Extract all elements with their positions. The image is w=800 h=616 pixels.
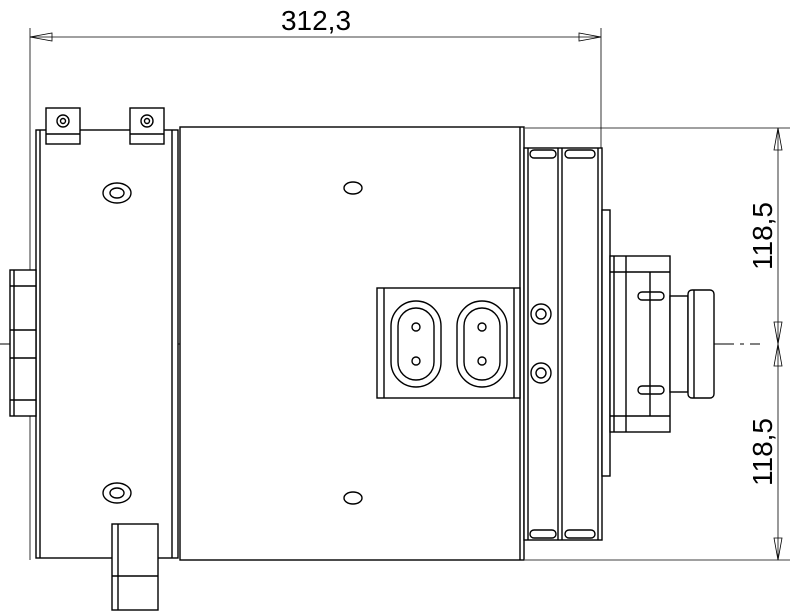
shaft-end bbox=[687, 289, 715, 399]
left-end-housing bbox=[9, 107, 179, 611]
flange-section bbox=[523, 147, 603, 541]
arrowhead-right bbox=[578, 32, 602, 42]
countersunk-hole-bottom bbox=[102, 482, 132, 504]
shaft-collar bbox=[669, 295, 689, 393]
height-dimensions: 118,5 118,5 bbox=[525, 127, 790, 561]
hub-slot-upper bbox=[637, 291, 665, 301]
bracket-body bbox=[129, 107, 165, 145]
flange-outline bbox=[523, 147, 603, 541]
length-dimension: 312,3 bbox=[29, 5, 602, 560]
arrowhead-bottom bbox=[773, 537, 783, 561]
mounting-bracket-left-top bbox=[45, 107, 81, 145]
arrowhead-mid-upper bbox=[773, 321, 783, 345]
body-hole-bottom bbox=[343, 491, 363, 505]
connector-body bbox=[111, 523, 159, 611]
bracket-hole-outer bbox=[56, 114, 70, 128]
output-hub bbox=[609, 255, 671, 433]
upper-height-label: 118,5 bbox=[747, 202, 778, 270]
lower-height-label: 118,5 bbox=[747, 418, 778, 486]
spacer-outline bbox=[601, 209, 611, 477]
oval-socket-left bbox=[390, 300, 442, 388]
bracket-body bbox=[45, 107, 81, 145]
countersunk-hole-top bbox=[102, 182, 132, 204]
hub-slot-lower bbox=[637, 385, 665, 395]
connector-plate bbox=[376, 287, 521, 399]
bottom-connector-block bbox=[111, 523, 159, 611]
length-dimension-label: 312,3 bbox=[281, 5, 351, 36]
bracket-hole-inner bbox=[143, 117, 151, 125]
left-side-knob bbox=[9, 269, 37, 417]
body-hole-top bbox=[343, 181, 363, 195]
bracket-hole-inner bbox=[59, 117, 67, 125]
oval-socket-right bbox=[456, 300, 508, 388]
flange-bolt-lower bbox=[530, 362, 552, 384]
arrowhead-top bbox=[773, 127, 783, 151]
spacer-plate bbox=[601, 209, 611, 477]
flange-bolt-upper bbox=[530, 303, 552, 325]
arrowhead-left bbox=[29, 32, 53, 42]
left-housing-outline bbox=[35, 129, 179, 559]
bracket-hole-outer bbox=[140, 114, 154, 128]
output-shaft bbox=[669, 289, 715, 399]
arrowhead-mid-lower bbox=[773, 343, 783, 367]
main-body bbox=[179, 126, 525, 561]
hub-outline bbox=[609, 255, 671, 433]
mounting-bracket-right-top bbox=[129, 107, 165, 145]
